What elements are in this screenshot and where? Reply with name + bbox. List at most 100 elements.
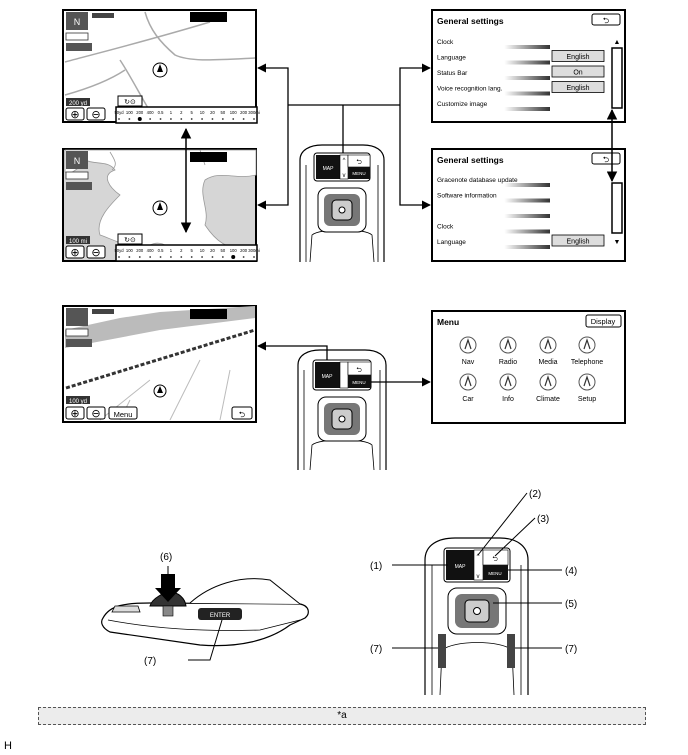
settings-row-value-button[interactable] [551,234,605,247]
scale-tick-dot[interactable] [138,256,141,258]
scale-tick-label: 200 [240,248,248,253]
row-bar [436,107,550,111]
settings-row-label[interactable]: Gracenote database update [437,177,518,184]
scale-tick-dot[interactable] [170,256,172,258]
scrollbar[interactable] [611,47,623,109]
settings-row-label[interactable]: Voice recognition lang. [437,86,503,93]
enter-button[interactable] [198,608,242,620]
scale-tick-dot[interactable] [128,256,131,258]
scale-tick-dot[interactable] [128,118,131,120]
compass-icon[interactable] [66,308,88,326]
compass-icon[interactable] [66,151,88,169]
svg-text:ENTER: ENTER [210,613,231,619]
settings-row-label[interactable]: Customize image [437,101,488,108]
menu-item-label: Radio [499,359,517,366]
scale-bar-top[interactable] [115,106,258,124]
scroll-button[interactable] [339,361,349,389]
scale-tick-dot[interactable] [180,118,183,120]
poi-button[interactable] [66,182,92,190]
svg-text:⮌: ⮌ [603,155,609,164]
scale-tick-dot[interactable] [201,118,203,120]
scale-tick-dot[interactable] [242,118,245,120]
svg-text:N: N [74,17,81,27]
poi-button[interactable] [66,339,92,347]
svg-text:↻⊙: ↻⊙ [124,237,136,244]
controller-side-view: ENTER [101,574,309,647]
zoom-out-button[interactable] [86,107,106,121]
route-button[interactable] [65,32,89,41]
display-button[interactable] [585,314,622,328]
scale-tick-label: 1 [170,110,173,115]
settings-row-value-button[interactable] [551,50,605,62]
scale-tick-dot[interactable] [149,118,152,120]
menu-button[interactable] [483,565,508,580]
scale-tick-dot[interactable] [201,256,203,258]
zoom-in-button[interactable] [65,245,85,259]
menu-item-telephone[interactable]: Telephone [571,336,603,366]
menu-item-media[interactable]: Media [538,336,558,366]
zoom-in-button[interactable] [65,107,85,121]
menu-item-setup[interactable]: Setup [578,373,596,403]
route-button[interactable] [65,171,89,180]
scale-tick-dot[interactable] [190,118,193,120]
menu-item-info[interactable]: Info [499,373,517,403]
route-button[interactable] [65,328,89,337]
map-menu-button[interactable] [108,406,138,420]
menu-item-radio[interactable]: Radio [499,336,517,366]
menu-button[interactable] [348,375,371,388]
scale-tick-dot[interactable] [253,118,255,120]
scale-tick-dot[interactable] [232,118,235,120]
menu-item-climate[interactable]: Climate [536,373,560,403]
settings-row-label[interactable]: Language [437,239,466,246]
scale-tick-dot[interactable] [137,117,142,121]
scale-tick-dot[interactable] [159,118,162,120]
scrollbar[interactable] [611,182,623,234]
map-button[interactable] [316,155,340,179]
zoom-out-button[interactable] [86,406,106,420]
settings-row-value: English [567,54,590,61]
corner-label: H [4,740,12,752]
map-button[interactable] [315,362,340,388]
zoom-out-button[interactable] [86,245,106,259]
scale-text: 100 mi [69,239,87,245]
scale-tick-dot[interactable] [190,256,193,258]
menu-item-car[interactable]: Car [459,373,477,403]
menu-item-nav[interactable]: Nav [459,336,477,366]
menu-button[interactable] [348,167,370,179]
settings-row-label[interactable]: Language [437,55,466,62]
scale-text: 200 yd [69,101,87,107]
settings-row-value-button[interactable] [551,81,605,93]
scale-tick-dot[interactable] [159,256,162,258]
scale-tick-dot[interactable] [221,256,224,258]
scale-tick-dot[interactable] [221,118,224,120]
scale-tick-dot[interactable] [242,256,245,258]
connector-arrows-top [257,63,431,210]
scale-tick-dot[interactable] [231,255,236,259]
view-toggle-button[interactable] [117,95,143,107]
back-button[interactable] [591,13,621,26]
settings-row-label[interactable]: Software information [437,193,497,200]
settings-row-label[interactable]: Clock [437,224,454,231]
settings-row-value-button[interactable] [551,65,605,78]
scale-tick-dot[interactable] [170,118,172,120]
scale-bar-mid[interactable] [115,244,258,262]
poi-button[interactable] [66,43,92,51]
map-back-button[interactable] [231,406,253,420]
callout-7-right: (7) [565,644,577,655]
row-bar [436,91,550,96]
scale-tick-dot[interactable] [253,256,255,258]
scale-tick-dot[interactable] [118,118,120,120]
map-button[interactable] [446,550,474,580]
scale-tick-dot[interactable] [118,256,120,258]
scale-tick-dot[interactable] [149,256,152,258]
settings-row-label[interactable]: Clock [437,39,454,46]
view-toggle-button[interactable] [117,233,143,245]
compass-icon[interactable] [66,12,88,30]
scale-tick-dot[interactable] [211,256,214,258]
scale-tick-dot[interactable] [180,256,183,258]
zoom-in-button[interactable] [65,406,85,420]
settings-row-label[interactable]: Status Bar [437,70,468,77]
scale-tick-dot[interactable] [211,118,214,120]
svg-text:MAP: MAP [455,564,467,570]
